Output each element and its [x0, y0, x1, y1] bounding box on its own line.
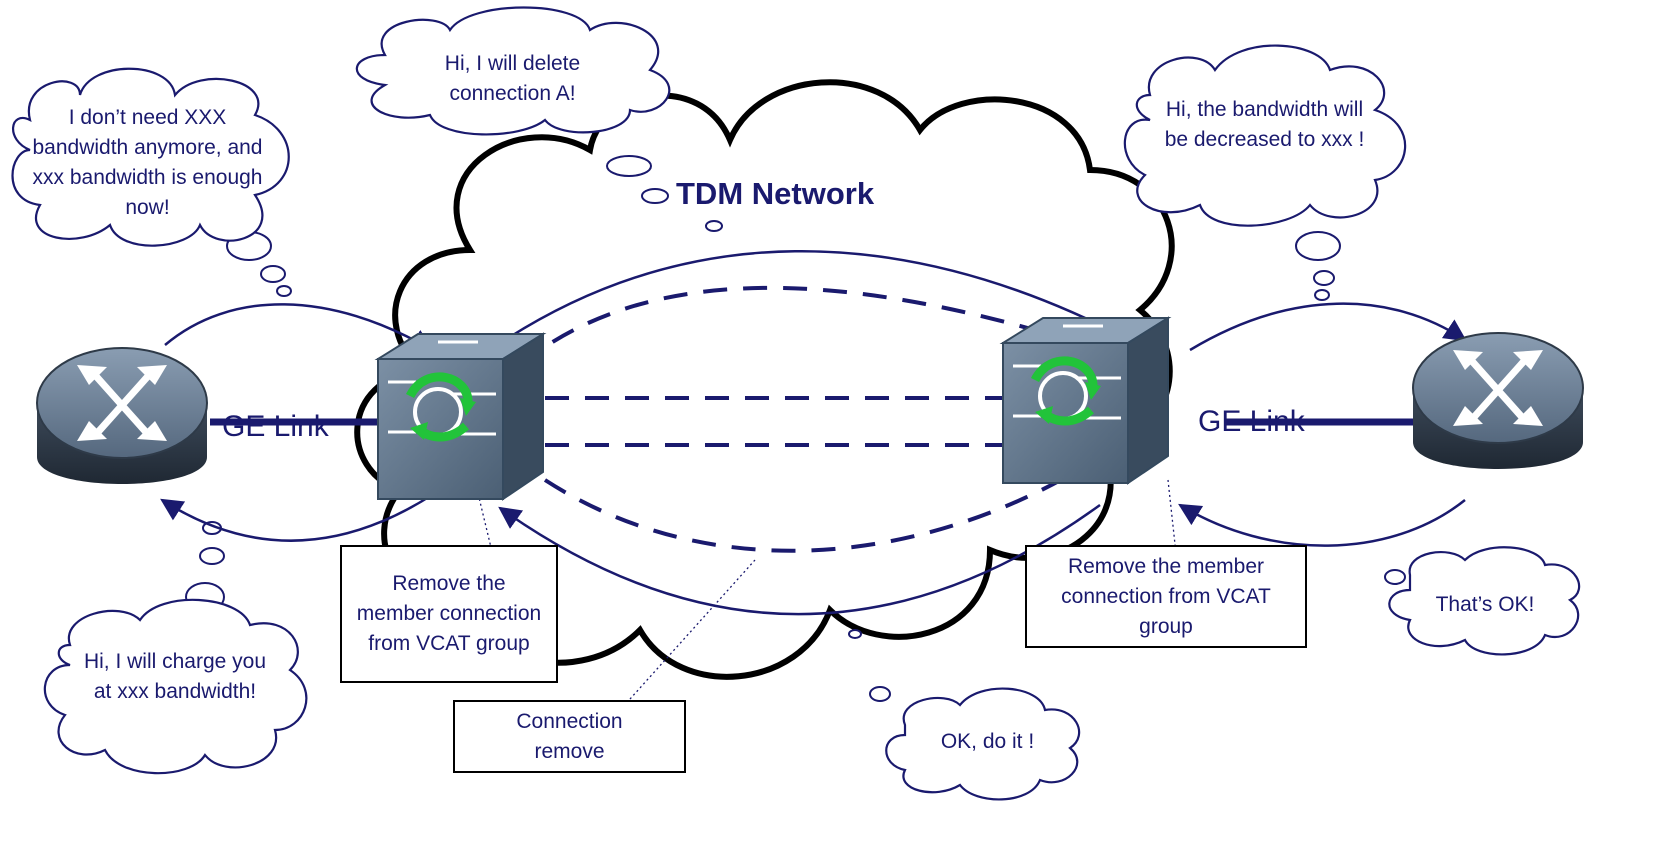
right-remove-text: Remove the member connection from VCAT g…: [1061, 554, 1271, 638]
connection-remove-box: Connection remove: [453, 700, 686, 773]
bubble-right-operator: Hi, the bandwidth will be decreased to x…: [1164, 98, 1365, 151]
bubble-left-charge: Hi, I will charge you at xxx bandwidth!: [83, 650, 267, 703]
speech-clouds: [11, 6, 1581, 801]
ge-link-left-label: GE Link: [222, 410, 329, 443]
left-remove-box: Remove the member connection from VCAT g…: [340, 545, 558, 683]
sdh-switch-icon: [999, 316, 1172, 485]
bubble-right-ok: That’s OK!: [1435, 593, 1535, 616]
solid-links: [160, 249, 1467, 616]
ge-link-right-label: GE Link: [1198, 405, 1305, 438]
tdm-network-cloud: [354, 79, 1175, 680]
right-remove-box: Remove the member connection from VCAT g…: [1025, 545, 1307, 648]
bubble-top-operator: Hi, I will delete connection A!: [444, 52, 581, 105]
bubble-left-customer: I don’t need XXX bandwidth anymore, and …: [32, 106, 263, 219]
bubble-bottom-ok: OK, do it !: [940, 730, 1035, 753]
left-remove-text: Remove the member connection from VCAT g…: [356, 572, 542, 655]
router-icon: [1412, 332, 1584, 469]
connection-remove-text: Connection remove: [516, 709, 623, 763]
sdh-switch-icon: [374, 332, 547, 501]
dashed-connections: [518, 285, 1096, 553]
network-title: TDM Network: [676, 176, 875, 211]
router-icon: [36, 347, 208, 484]
